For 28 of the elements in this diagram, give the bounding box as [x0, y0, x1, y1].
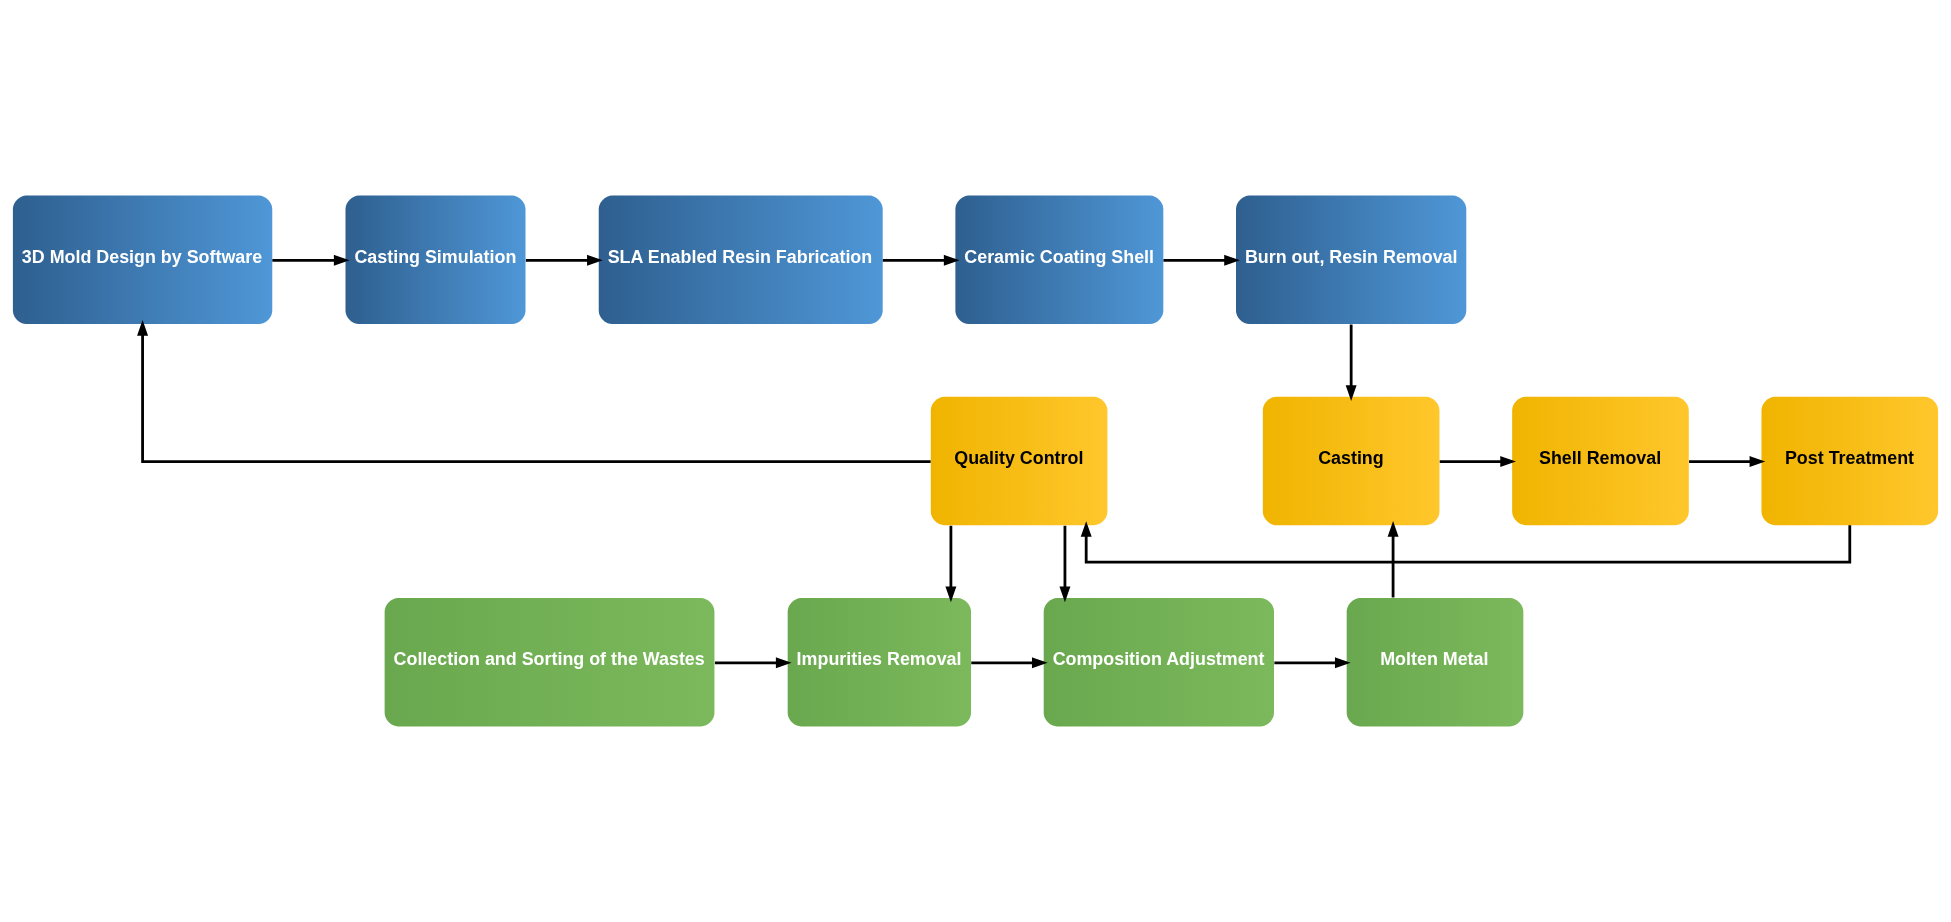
arrow: [971, 657, 1048, 669]
node-box: Ceramic Coating Shell: [955, 195, 1164, 325]
node-box: Collection and Sorting of the Wastes: [384, 597, 715, 727]
arrow: [272, 254, 350, 266]
arrow: [714, 657, 792, 669]
arrow: [1689, 456, 1766, 468]
arrow: [1439, 456, 1516, 468]
arrow: [1080, 521, 1852, 564]
arrow: [1163, 254, 1240, 266]
arrow: [1387, 521, 1399, 598]
node-box: Composition Adjustment: [1043, 597, 1274, 727]
node-box: Impurities Removal: [787, 597, 972, 727]
node-box: Shell Removal: [1512, 396, 1689, 526]
node-box: 3D Mold Design by Software: [12, 195, 273, 325]
arrow: [1345, 324, 1357, 401]
node-box: Molten Metal: [1346, 597, 1524, 727]
arrow: [882, 254, 960, 266]
node-box: Post Treatment: [1761, 396, 1939, 526]
arrow: [137, 319, 931, 463]
node-box: Casting Simulation: [345, 195, 526, 325]
node-box: Quality Control: [930, 396, 1108, 526]
arrow: [945, 525, 957, 603]
arrow: [1274, 657, 1351, 669]
arrow: [1059, 525, 1071, 603]
arrow: [525, 254, 603, 266]
node-box: Casting: [1262, 396, 1440, 526]
node-box: SLA Enabled Resin Fabrication: [598, 195, 883, 325]
node-box: Burn out, Resin Removal: [1236, 195, 1467, 325]
